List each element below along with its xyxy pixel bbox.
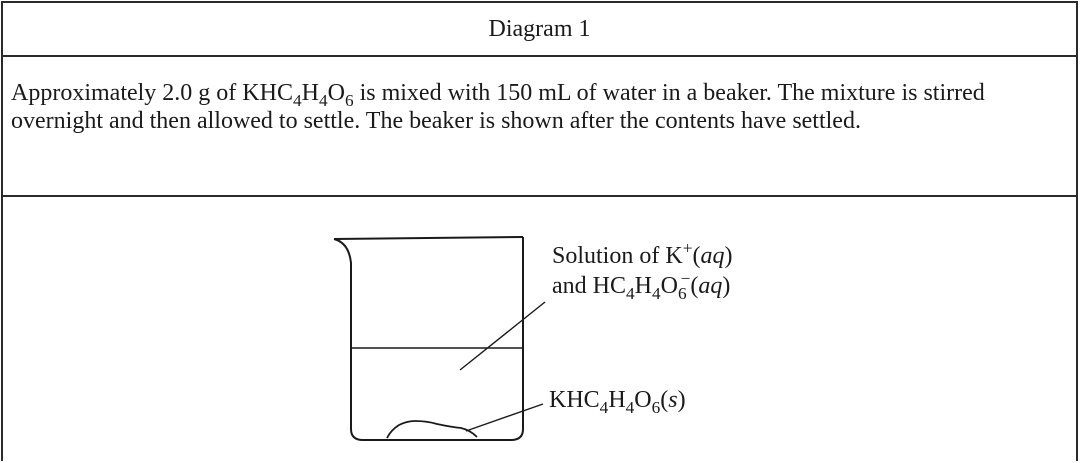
beaker-outline bbox=[333, 237, 524, 441]
solution-label-line2: and HC4H4O6−(aq) bbox=[552, 268, 731, 304]
solution-label: Solution of K+(aq) and HC4H4O6−(aq) bbox=[552, 238, 733, 304]
solution-pointer bbox=[459, 301, 546, 371]
diagram-title: Diagram 1 bbox=[3, 3, 1076, 57]
beaker-diagram bbox=[333, 236, 546, 441]
solid-pile bbox=[386, 420, 478, 439]
description-after: is mixed with 150 mL of water in a beake… bbox=[11, 80, 985, 134]
description-before: Approximately 2.0 g of bbox=[11, 80, 243, 106]
compound-formula: KHC4H4O6 bbox=[242, 80, 354, 111]
description-cell: Approximately 2.0 g of KHC4H4O6 is mixed… bbox=[3, 57, 1076, 197]
beaker-lip bbox=[333, 236, 524, 240]
solution-label-line1: Solution of K+(aq) bbox=[552, 238, 733, 269]
description-text: Approximately 2.0 g of KHC4H4O6 is mixed… bbox=[11, 79, 1068, 135]
diagram-title-text: Diagram 1 bbox=[488, 15, 591, 42]
solid-pointer bbox=[465, 403, 544, 432]
figure-cell: Solution of K+(aq) and HC4H4O6−(aq) KHC4… bbox=[3, 197, 1076, 463]
solid-label: KHC4H4O6(s) bbox=[549, 387, 686, 418]
